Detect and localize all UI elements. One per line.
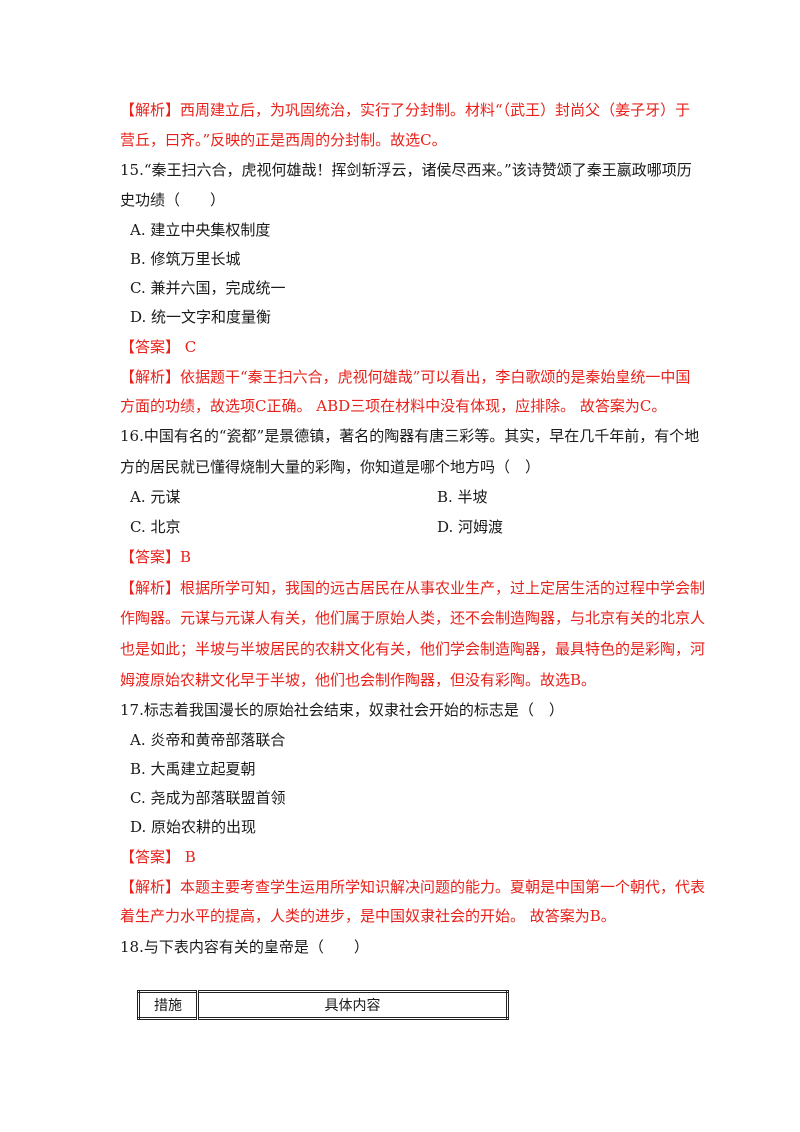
question-17-line-1: 17.标志着我国漫长的原始社会结束，奴隶社会开始的标志是（ ） [120,701,564,719]
question-16-option-b: B. 半坡 [437,488,488,506]
question-17-option-b: B. 大禹建立起夏朝 [130,760,256,778]
question-16-line-2: 方的居民就已懂得烧制大量的彩陶，你知道是哪个地方吗（ ） [120,458,541,476]
explanation-17-line-2: 着生产力水平的提高，人类的进步，是中国奴隶社会的开始。 故答案为B。 [120,907,616,925]
explanation-16-line-2: 作陶器。元谋与元谋人有关，他们属于原始人类，还不会制造陶器，与北京有关的北京人 [120,609,706,627]
question-15-line-2: 史功绩（ ） [120,191,226,209]
question-17-option-c: C. 尧成为部落联盟首领 [130,789,286,807]
answer-17: 【答案】 B [120,848,196,866]
answer-15: 【答案】 C [120,338,197,356]
explanation-14-line-1: 【解析】西周建立后，为巩固统治，实行了分封制。材料“（武王）封尚父（姜子牙）于 [120,101,691,119]
explanation-15-line-1: 【解析】依据题干“秦王扫六合，虎视何雄哉”可以看出，李白歌颂的是秦始皇统一中国 [120,368,691,386]
question-15-option-b: B. 修筑万里长城 [130,250,241,268]
table-header-row: 措施 具体内容 [139,991,508,1019]
question-16-line-1: 16.中国有名的“瓷都”是景德镇，著名的陶器有唐三彩等。其实，早在几千年前，有个… [120,427,700,445]
explanation-16-line-1: 【解析】根据所学可知，我国的远古居民在从事农业生产，过上定居生活的过程中学会制 [120,579,706,597]
answer-16: 【答案】B [120,548,192,566]
explanation-14-line-2: 营丘，曰齐。”反映的正是西周的分封制。故选C。 [120,131,447,149]
explanation-17-line-1: 【解析】本题主要考查学生运用所学知识解决问题的能力。夏朝是中国第一个朝代，代表 [120,878,706,896]
explanation-16-line-3: 也是如此；半坡与半坡居民的农耕文化有关，他们学会制造陶器，最具特色的是彩陶，河 [120,640,706,658]
question-17-option-d: D. 原始农耕的出现 [130,818,257,836]
measures-table: 措施 具体内容 [137,990,509,1020]
question-17-option-a: A. 炎帝和黄帝部落联合 [130,731,286,749]
question-15-option-d: D. 统一文字和度量衡 [130,308,272,326]
question-15-option-a: A. 建立中央集权制度 [130,221,271,239]
question-16-option-a: A. 元谋 [130,488,181,506]
question-15-option-c: C. 兼并六国，完成统一 [130,279,286,297]
table-header-content: 具体内容 [196,991,508,1019]
question-15-line-1: 15.“秦王扫六合，虎视何雄哉！挥剑斩浮云，诸侯尽西来。”该诗赞颂了秦王嬴政哪项… [120,161,692,179]
explanation-15-line-2: 方面的功绩，故选项C正确。 ABD三项在材料中没有体现，应排除。 故答案为C。 [120,397,667,415]
table-header-measure: 措施 [154,998,182,1014]
question-16-option-c: C. 北京 [130,518,181,536]
explanation-16-line-4: 姆渡原始农耕文化早于半坡，他们也会制作陶器，但没有彩陶。故选B。 [120,671,597,689]
question-18-line-1: 18.与下表内容有关的皇帝是（ ） [120,938,369,956]
question-16-option-d: D. 河姆渡 [437,518,504,536]
